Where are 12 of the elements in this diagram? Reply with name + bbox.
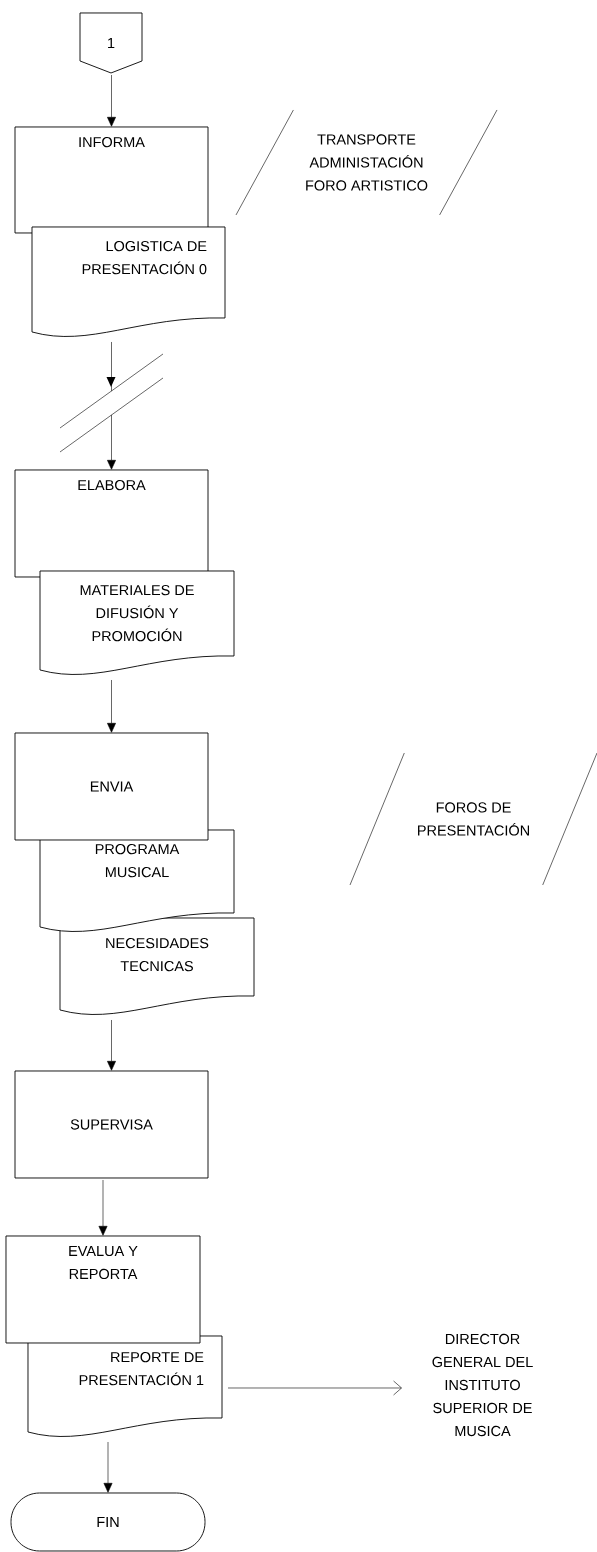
arrow	[107, 74, 116, 127]
process-box: INFORMA	[14, 126, 209, 234]
arrow	[107, 1019, 116, 1071]
arrow	[107, 679, 116, 733]
arrow	[103, 1441, 113, 1493]
process-box: SUPERVISA	[14, 1070, 209, 1179]
arrow	[98, 1179, 108, 1236]
arrow	[227, 1380, 402, 1396]
recipient-text: DIRECTOR GENERAL DEL INSTITUTO SUPERIOR DE MUSICA	[432, 1333, 533, 1437]
process-box: ELABORA	[14, 469, 209, 578]
process-box: ENVIA	[14, 732, 209, 841]
process-box: EVALUA Y REPORTA	[5, 1235, 201, 1344]
